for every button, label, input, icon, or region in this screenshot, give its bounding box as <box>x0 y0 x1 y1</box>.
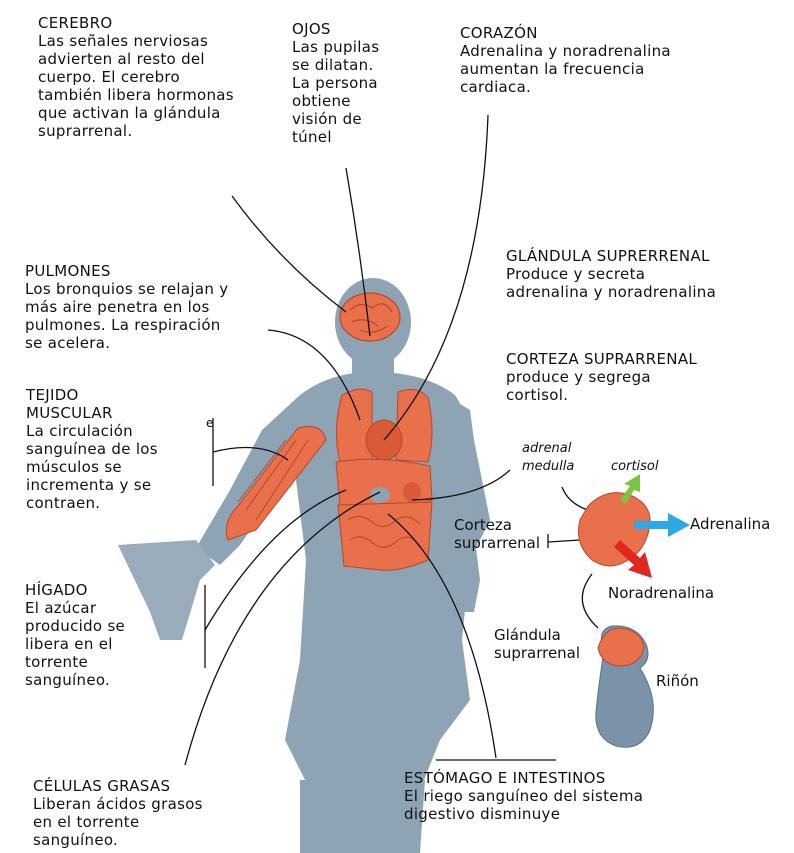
callout-title: GLÁNDULA SUPRERRENAL <box>506 247 786 265</box>
callout-corazon: CORAZÓN Adrenalina y noradrenalina aumen… <box>460 24 760 96</box>
callout-corteza: CORTEZA SUPRARRENAL produce y segrega co… <box>506 350 786 404</box>
callout-title: OJOS <box>292 20 412 38</box>
callout-text: Las pupilas se dilatan. La persona obtie… <box>292 38 412 146</box>
label-stray-e: e <box>206 414 213 432</box>
callout-cerebro: CEREBRO Las señales nerviosas advierten … <box>38 14 278 140</box>
callout-pulmones: PULMONES Los bronquios se relajan y más … <box>25 262 285 352</box>
callout-celulas: CÉLULAS GRASAS Liberan ácidos grasos en … <box>33 777 263 849</box>
callout-ojos: OJOS Las pupilas se dilatan. La persona … <box>292 20 412 146</box>
callout-text: Los bronquios se relajan y más aire pene… <box>25 280 285 352</box>
callout-text: produce y segrega cortisol. <box>506 368 786 404</box>
callout-tejido: TEJIDO MUSCULAR La circulación sanguínea… <box>26 386 201 512</box>
callout-text: Liberan ácidos grasos en el torrente san… <box>33 795 263 849</box>
abdominal-organs <box>336 459 432 570</box>
callout-text: El riego sanguíneo del sistema digestivo… <box>404 787 704 823</box>
callout-text: Produce y secreta adrenalina y noradrena… <box>506 265 786 301</box>
label-noradrenalina: Noradrenalina <box>608 584 714 602</box>
callout-title: HÍGADO <box>25 581 195 599</box>
callout-text: Adrenalina y noradrenalina aumentan la f… <box>460 42 760 96</box>
callout-text: El azúcar producido se libera en el torr… <box>25 599 195 689</box>
label-glandula-suprarrenal: Glándula suprarrenal <box>494 626 580 662</box>
label-adrenal-medulla: adrenal medulla <box>522 440 574 476</box>
callout-title: CÉLULAS GRASAS <box>33 777 263 795</box>
callout-title: ESTÓMAGO E INTESTINOS <box>404 769 704 787</box>
callout-higado: HÍGADO El azúcar producido se libera en … <box>25 581 195 689</box>
callout-title: PULMONES <box>25 262 285 280</box>
label-corteza-suprarrenal: Corteza suprarrenal <box>454 516 540 552</box>
kidney-organ <box>596 626 654 747</box>
callout-text: La circulación sanguínea de los músculos… <box>26 422 201 512</box>
callout-title: CORAZÓN <box>460 24 760 42</box>
adrenal-gland <box>579 493 651 566</box>
callout-glandula: GLÁNDULA SUPRERRENAL Produce y secreta a… <box>506 247 786 301</box>
label-rinon: Riñón <box>656 672 699 690</box>
label-adrenalina: Adrenalina <box>690 515 770 533</box>
callout-title: TEJIDO MUSCULAR <box>26 386 201 422</box>
callout-title: CORTEZA SUPRARRENAL <box>506 350 786 368</box>
callout-title: CEREBRO <box>38 14 278 32</box>
callout-estomago: ESTÓMAGO E INTESTINOS El riego sanguíneo… <box>404 769 704 823</box>
label-cortisol: cortisol <box>611 458 659 476</box>
callout-text: Las señales nerviosas advierten al resto… <box>38 32 278 140</box>
